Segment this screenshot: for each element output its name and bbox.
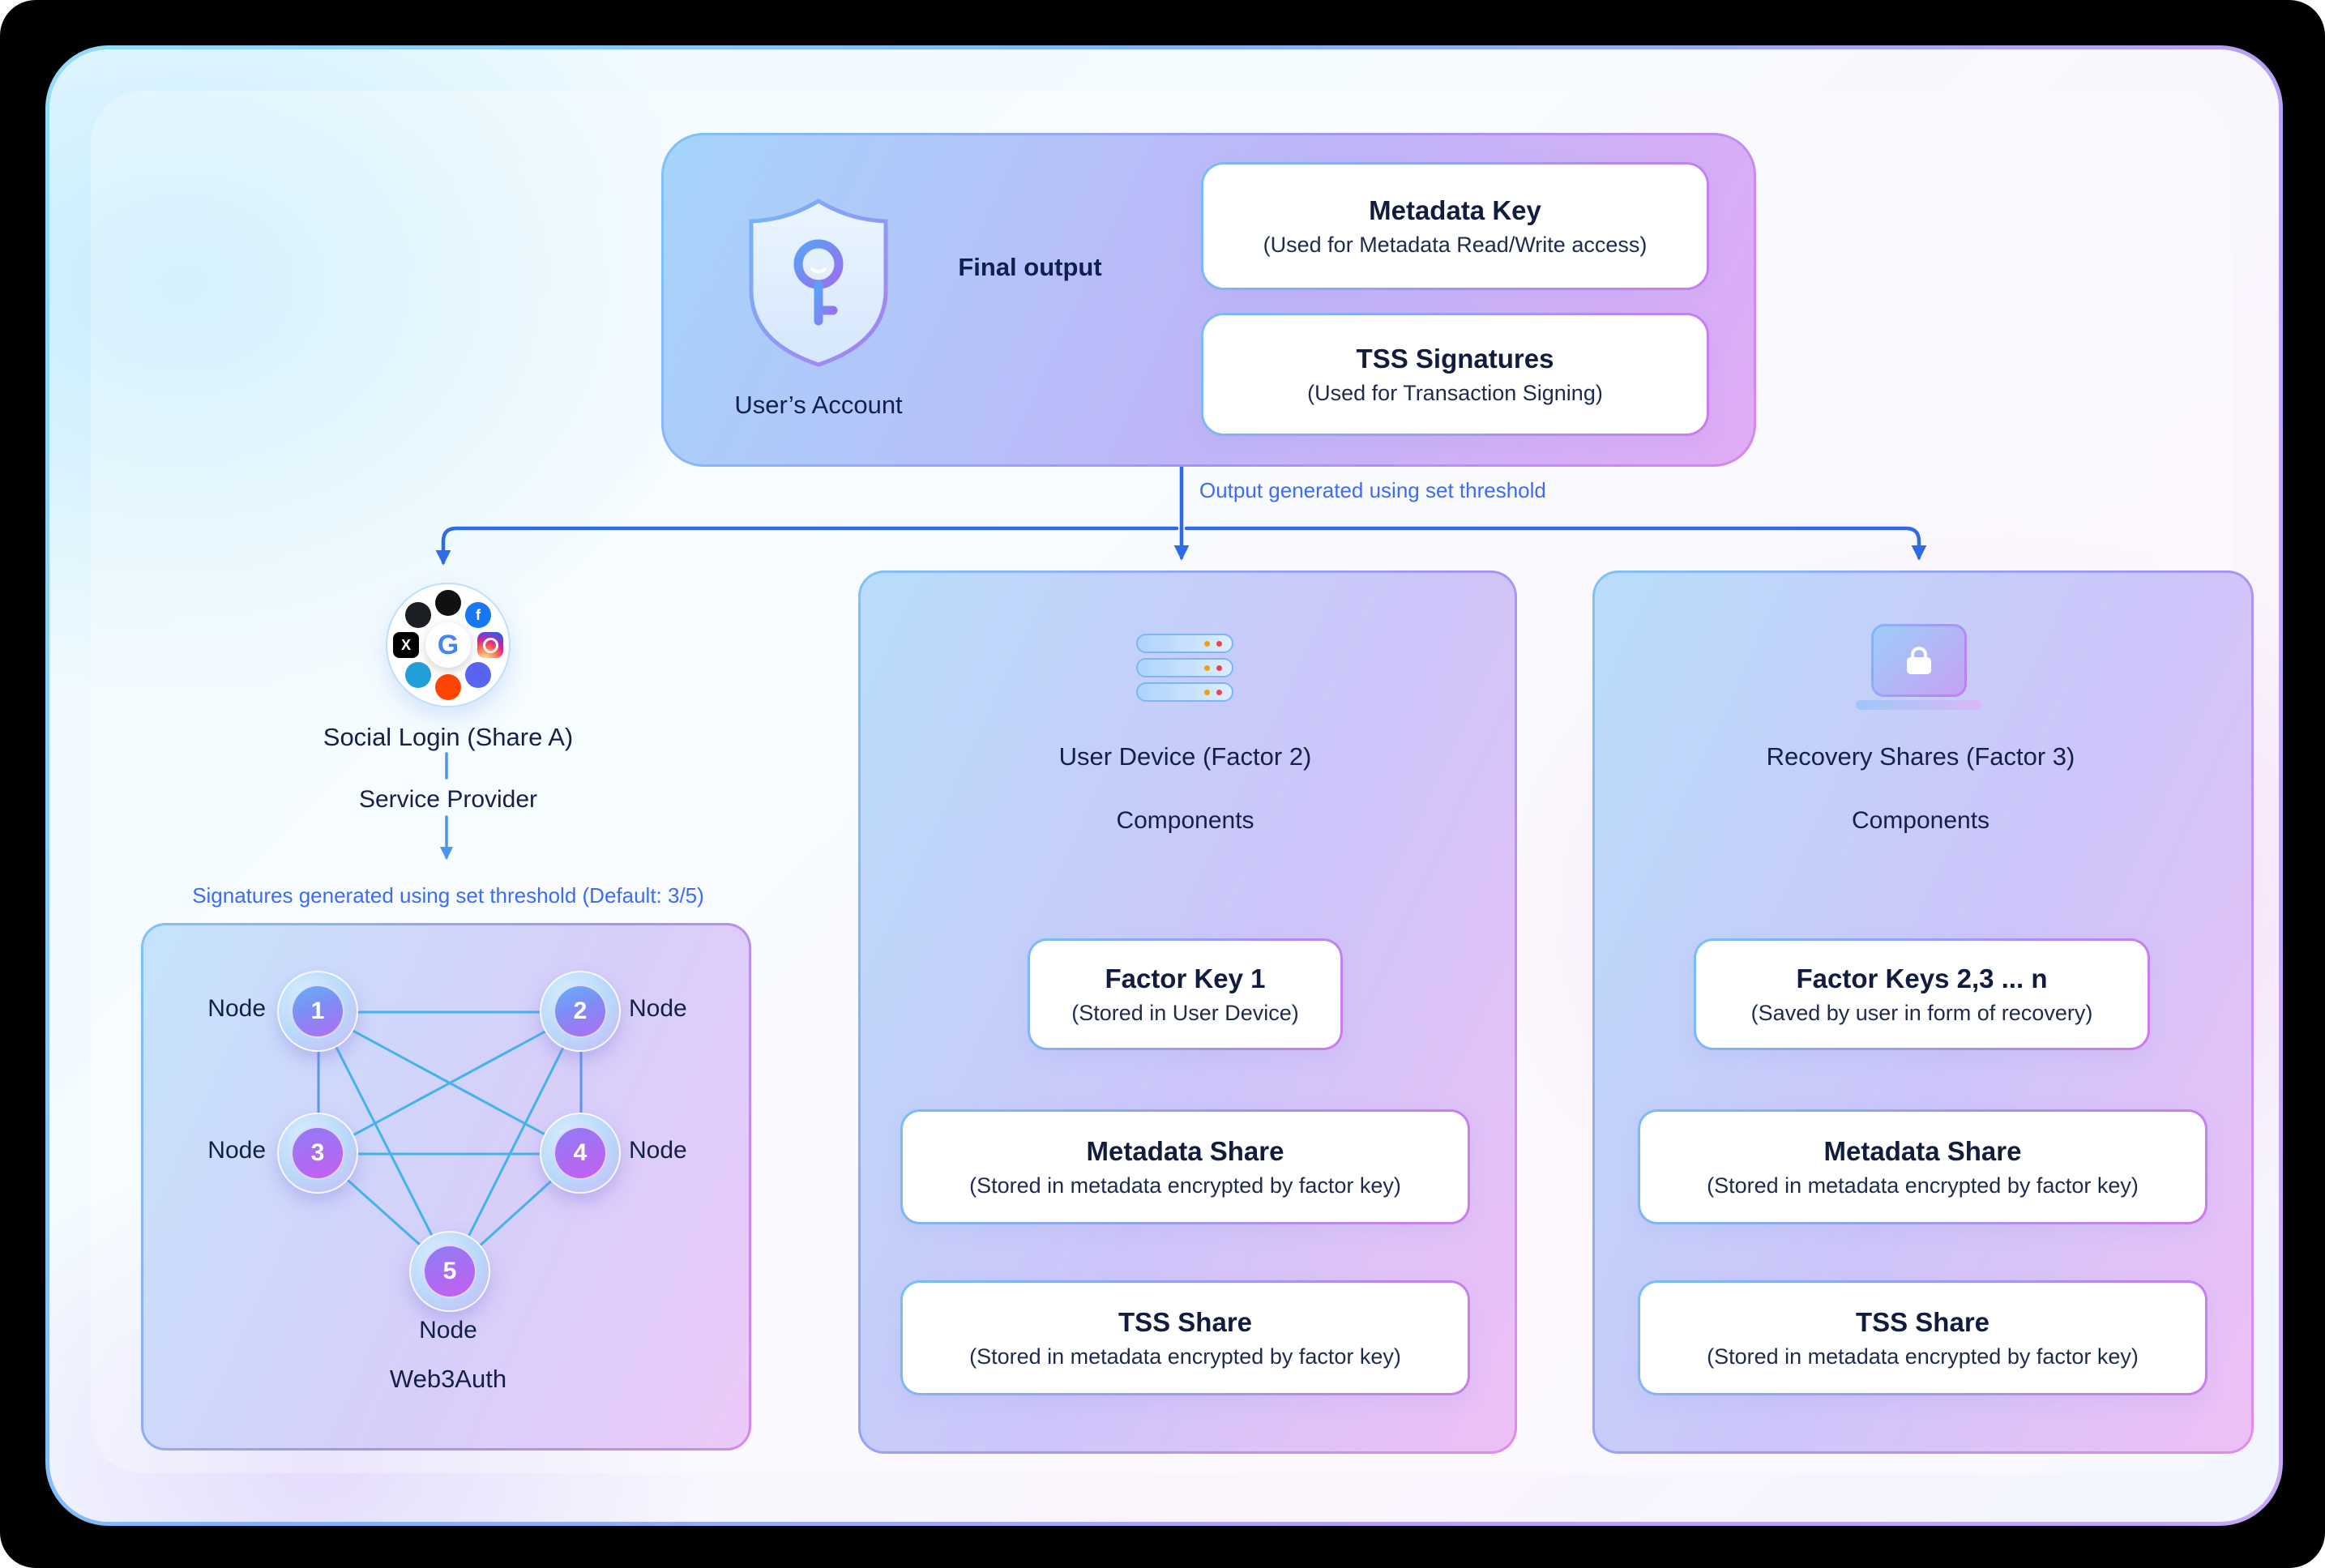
social-login-icon: f X G xyxy=(386,583,511,707)
device-components-label: Components xyxy=(1116,807,1254,834)
device-metadata-share-subtitle: (Stored in metadata encrypted by factor … xyxy=(969,1173,1401,1198)
factor-keys-n-card: Factor Keys 2,3 ... n (Saved by user in … xyxy=(1694,938,2150,1050)
tss-signatures-subtitle: (Used for Transaction Signing) xyxy=(1307,380,1603,405)
node-5-number: 5 xyxy=(423,1245,477,1298)
network-node-3: 3 xyxy=(277,1113,358,1194)
node-2-number: 2 xyxy=(553,985,607,1038)
server-bar xyxy=(1136,682,1233,702)
factor-keys-n-title: Factor Keys 2,3 ... n xyxy=(1796,963,2048,993)
node-1-number: 1 xyxy=(291,985,344,1038)
node-3-label: Node xyxy=(207,1137,266,1164)
node-4-label: Node xyxy=(629,1137,687,1164)
output-threshold-label: Output generated using set threshold xyxy=(1199,478,1546,502)
node-2-label: Node xyxy=(629,995,687,1022)
server-bar xyxy=(1136,658,1233,677)
factor-key-1-subtitle: (Stored in User Device) xyxy=(1071,1000,1299,1025)
metadata-key-subtitle: (Used for Metadata Read/Write access) xyxy=(1263,232,1648,257)
factor-key-1-card: Factor Key 1 (Stored in User Device) xyxy=(1028,938,1343,1050)
device-tss-share-subtitle: (Stored in metadata encrypted by factor … xyxy=(969,1344,1401,1369)
node-3-number: 3 xyxy=(291,1126,344,1180)
tss-signatures-card: TSS Signatures (Used for Transaction Sig… xyxy=(1201,313,1709,436)
discord-icon xyxy=(465,662,491,688)
device-tss-share-title: TSS Share xyxy=(1118,1306,1253,1337)
tss-signatures-title: TSS Signatures xyxy=(1356,343,1554,374)
signatures-threshold-label: Signatures generated using set threshold… xyxy=(192,883,704,908)
recovery-tss-share-title: TSS Share xyxy=(1855,1306,1990,1337)
instagram-icon xyxy=(477,632,503,658)
metadata-key-card: Metadata Key (Used for Metadata Read/Wri… xyxy=(1201,162,1709,290)
node-4-number: 4 xyxy=(553,1126,607,1180)
shield-key-icon xyxy=(749,199,888,367)
server-icon xyxy=(1136,629,1233,707)
node-1-label: Node xyxy=(207,995,266,1022)
recovery-tss-share-card: TSS Share (Stored in metadata encrypted … xyxy=(1638,1280,2207,1395)
web3auth-caption: Web3Auth xyxy=(389,1365,507,1393)
laptop-base xyxy=(1856,700,1982,710)
google-icon: G xyxy=(425,622,471,668)
network-node-2: 2 xyxy=(540,971,621,1052)
github-icon xyxy=(405,602,431,628)
lock-icon xyxy=(1905,647,1933,674)
device-metadata-share-card: Metadata Share (Stored in metadata encry… xyxy=(900,1109,1470,1224)
recovery-metadata-share-subtitle: (Stored in metadata encrypted by factor … xyxy=(1707,1173,2139,1198)
recovery-tss-share-subtitle: (Stored in metadata encrypted by factor … xyxy=(1707,1344,2139,1369)
web3auth-network-box xyxy=(141,923,751,1451)
laptop-lock-icon xyxy=(1856,624,1982,710)
device-tss-share-card: TSS Share (Stored in metadata encrypted … xyxy=(900,1280,1470,1395)
metadata-key-title: Metadata Key xyxy=(1369,194,1541,225)
user-account-title: User’s Account xyxy=(734,391,903,419)
recovery-metadata-share-title: Metadata Share xyxy=(1823,1135,2022,1166)
factor-keys-n-subtitle: (Saved by user in form of recovery) xyxy=(1750,1000,2093,1025)
x-icon: X xyxy=(393,632,419,658)
telegram-icon xyxy=(405,662,431,688)
recovery-shares-title: Recovery Shares (Factor 3) xyxy=(1766,742,2075,771)
recovery-components-label: Components xyxy=(1851,807,1990,834)
social-login-title: Social Login (Share A) xyxy=(323,723,574,751)
laptop-screen xyxy=(1871,624,1967,697)
network-node-5: 5 xyxy=(409,1231,490,1312)
reddit-icon xyxy=(435,674,461,700)
apple-icon xyxy=(435,590,461,616)
server-bar xyxy=(1136,634,1233,653)
network-node-4: 4 xyxy=(540,1113,621,1194)
node-5-label: Node xyxy=(419,1317,477,1344)
device-metadata-share-title: Metadata Share xyxy=(1086,1135,1284,1166)
network-node-1: 1 xyxy=(277,971,358,1052)
final-output-label: Final output xyxy=(958,253,1102,281)
user-device-title: User Device (Factor 2) xyxy=(1058,742,1312,771)
factor-key-1-title: Factor Key 1 xyxy=(1105,963,1266,993)
facebook-icon: f xyxy=(465,602,491,628)
recovery-metadata-share-card: Metadata Share (Stored in metadata encry… xyxy=(1638,1109,2207,1224)
service-provider-label: Service Provider xyxy=(358,786,538,813)
